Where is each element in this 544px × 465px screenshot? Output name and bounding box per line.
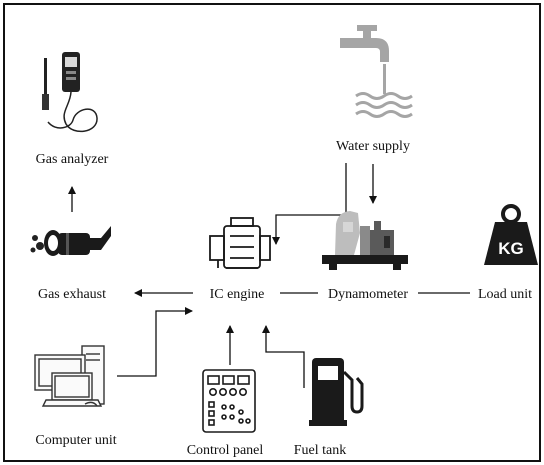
ic-engine-label: IC engine bbox=[210, 287, 265, 302]
water-supply-label: Water supply bbox=[336, 139, 410, 154]
connections bbox=[68, 163, 470, 388]
arrow-water-to-engine bbox=[272, 163, 347, 245]
kg-weight-icon: KG bbox=[484, 204, 538, 265]
fuel-tank-label: Fuel tank bbox=[294, 443, 347, 458]
fuel-pump-icon bbox=[309, 358, 364, 426]
arrow-computer-to-engine bbox=[117, 307, 193, 377]
control-panel-label: Control panel bbox=[187, 443, 264, 458]
dynamometer-label: Dynamometer bbox=[328, 287, 408, 302]
gas-analyzer-label: Gas analyzer bbox=[36, 152, 109, 167]
engine-icon bbox=[209, 217, 271, 269]
gas-analyzer-icon bbox=[42, 52, 98, 133]
arrow-fuel-to-engine bbox=[262, 325, 305, 388]
gas-exhaust-label: Gas exhaust bbox=[38, 287, 106, 302]
computer-icon bbox=[34, 345, 105, 407]
dynamometer-icon bbox=[322, 211, 408, 270]
control-panel-icon bbox=[202, 369, 256, 433]
kg-text: KG bbox=[498, 239, 524, 258]
exhaust-pipe-icon bbox=[30, 226, 111, 256]
computer-unit-label: Computer unit bbox=[35, 433, 116, 448]
water-tap-icon bbox=[340, 25, 413, 118]
load-unit-label: Load unit bbox=[478, 287, 532, 302]
